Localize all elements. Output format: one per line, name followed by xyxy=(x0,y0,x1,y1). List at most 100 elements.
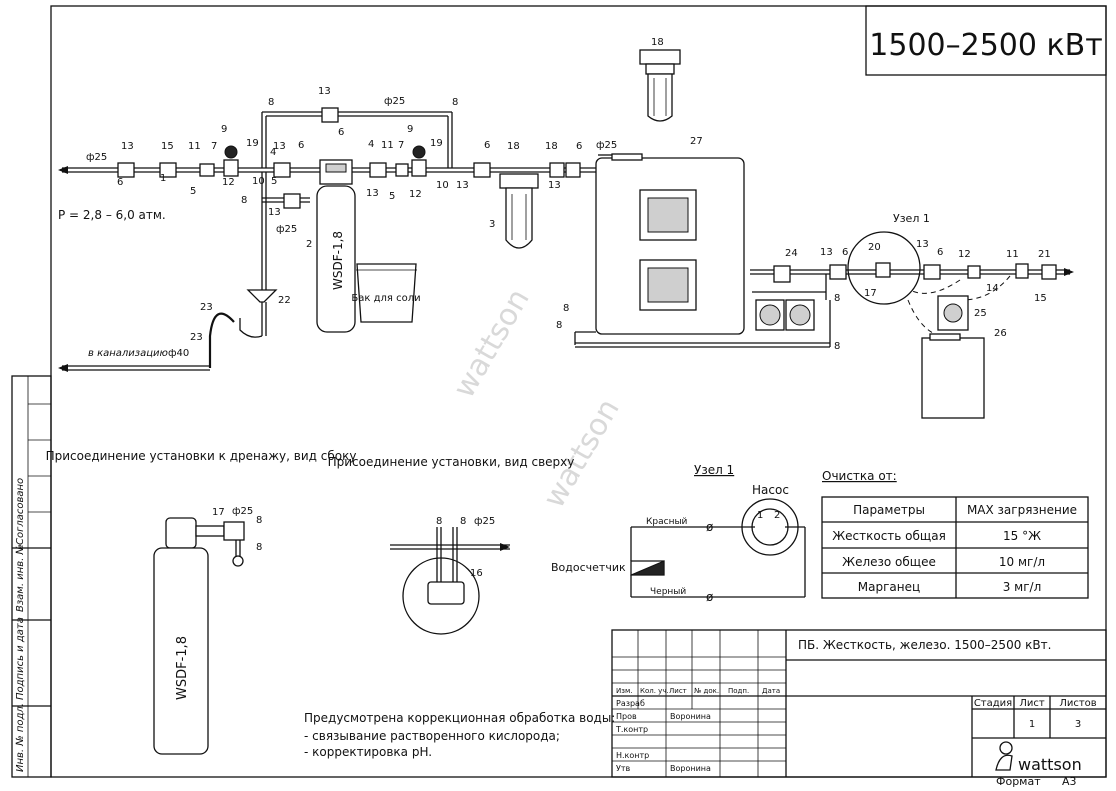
table-cell: Жесткость общая xyxy=(832,529,946,543)
callout: 8 xyxy=(268,97,274,108)
tb-col: Дата xyxy=(762,687,780,695)
callout: 5 xyxy=(190,186,196,197)
callout: 24 xyxy=(785,248,798,259)
callout: 9 xyxy=(407,124,413,135)
pressure-label: P = 2,8 – 6,0 атм. xyxy=(58,208,166,222)
drain-side-view: WSDF-1,8 ф25 8 8 xyxy=(153,506,262,755)
meter-label: Водосчетчик xyxy=(551,561,626,574)
valve-fittings xyxy=(117,107,1057,280)
table-cell: Железо общее xyxy=(842,555,936,569)
callout: 12 xyxy=(409,189,422,200)
callout: 13 xyxy=(916,239,929,250)
callout: 18 xyxy=(507,141,520,152)
cleaning-title: Очистка от: xyxy=(822,469,897,483)
table-cell: 3 мг/л xyxy=(1003,580,1042,594)
pump-terminal-1: 1 xyxy=(757,510,763,521)
callout: 8 xyxy=(834,293,840,304)
pipe-label-softener: ф25 xyxy=(276,224,297,235)
wire-black-label: Черный xyxy=(650,587,686,597)
callout: 8 xyxy=(563,303,569,314)
wire-red-label: Красный xyxy=(646,517,688,527)
pipe-label-side: ф25 xyxy=(232,506,253,517)
callout: 13 xyxy=(456,180,469,191)
callout: 26 xyxy=(994,328,1007,339)
callout: 8 xyxy=(436,516,442,527)
spare-filter xyxy=(639,49,681,122)
tb-sheet-label: Лист xyxy=(1019,698,1045,709)
pipe-label-tank: ф25 xyxy=(596,140,617,151)
tb-role: Н.контр xyxy=(616,751,649,760)
node-1-label: Узел 1 xyxy=(893,212,930,225)
callout: 19 xyxy=(430,138,443,149)
tb-sheets: 3 xyxy=(1075,719,1081,730)
callout-labels: 1 2 3 4 4 5 5 5 6 6 6 6 6 6 6 7 7 8 8 8 … xyxy=(117,37,1051,579)
table-cell: 10 мг/л xyxy=(999,555,1045,569)
tb-format: А3 xyxy=(1062,775,1077,787)
callout: 6 xyxy=(298,140,304,151)
callout: 5 xyxy=(389,191,395,202)
wattson-logo: wattson xyxy=(995,741,1082,774)
callout: 13 xyxy=(268,207,281,218)
callout: 8 xyxy=(241,195,247,206)
logo-text: wattson xyxy=(1018,755,1082,774)
dosing-unit xyxy=(907,275,1011,419)
callout: 13 xyxy=(121,141,134,152)
callout: 14 xyxy=(986,283,999,294)
table-header: Параметры xyxy=(853,503,925,517)
callout: 25 xyxy=(974,308,987,319)
callout: 11 xyxy=(381,140,394,151)
callout: 13 xyxy=(548,180,561,191)
callout: 6 xyxy=(338,127,344,138)
callout: 18 xyxy=(651,37,664,48)
note-line: - корректировка pH. xyxy=(304,745,432,759)
callout: 9 xyxy=(221,124,227,135)
stamp-agreed: Согласовано xyxy=(15,478,26,545)
side-stamp: Согласовано Взам. инв. № Подпись и дата … xyxy=(11,375,52,778)
callout: 17 xyxy=(212,507,225,518)
callout: 8 xyxy=(556,320,562,331)
callout: 13 xyxy=(820,247,833,258)
drain-assembly: в канализацию ф40 xyxy=(58,289,278,372)
top-view: 8 8 ф25 xyxy=(390,516,510,635)
salt-tank: Бак для соли xyxy=(351,263,421,323)
callout: 6 xyxy=(484,140,490,151)
callout: 16 xyxy=(470,568,483,579)
callout: 8 xyxy=(452,97,458,108)
callout: 22 xyxy=(278,295,291,306)
callout: 13 xyxy=(366,188,379,199)
callout: 17 xyxy=(864,288,877,299)
cleaning-table: Очистка от: Параметры MAX загрязнение Же… xyxy=(821,469,1089,599)
callout: 15 xyxy=(1034,293,1047,304)
callout: 23 xyxy=(190,332,203,343)
watermark: wattson xyxy=(537,393,627,514)
callout: 13 xyxy=(318,86,331,97)
pump-label: Насос xyxy=(752,483,789,497)
callout: 11 xyxy=(188,141,201,152)
callout: 21 xyxy=(1038,249,1051,260)
pipe-label-top: ф25 xyxy=(474,516,495,527)
watermark: wattson xyxy=(447,283,537,404)
callout: 12 xyxy=(958,249,971,260)
callout: 8 xyxy=(256,542,262,553)
callout: 5 xyxy=(271,176,277,187)
treatment-note: Предусмотрена коррекционная обработка во… xyxy=(304,711,615,759)
callout: 20 xyxy=(868,242,881,253)
callout: 6 xyxy=(576,141,582,152)
tb-stage-label: Стадия xyxy=(974,698,1012,709)
stamp-replace-inv: Взам. инв. № xyxy=(15,544,26,612)
callout: 3 xyxy=(489,219,495,230)
pump-terminal-2: 2 xyxy=(774,510,780,521)
callout: 15 xyxy=(161,141,174,152)
callout: 13 xyxy=(273,141,286,152)
caption-drain-side: Присоединение установки к дренажу, вид с… xyxy=(46,449,357,463)
softener-label: WSDF-1,8 xyxy=(331,231,345,290)
tb-col: Лист xyxy=(669,687,687,695)
callout: 1 xyxy=(160,173,166,184)
node-detail-title: Узел 1 xyxy=(694,463,734,477)
caption-top-view: Присоединение установки, вид сверху xyxy=(328,455,575,469)
pipe-label-inlet: ф25 xyxy=(86,152,107,163)
stamp-inv-original: Инв. № подл. xyxy=(15,703,26,772)
note-line: - связывание растворенного кислорода; xyxy=(304,729,560,743)
storage-tank xyxy=(595,153,745,335)
